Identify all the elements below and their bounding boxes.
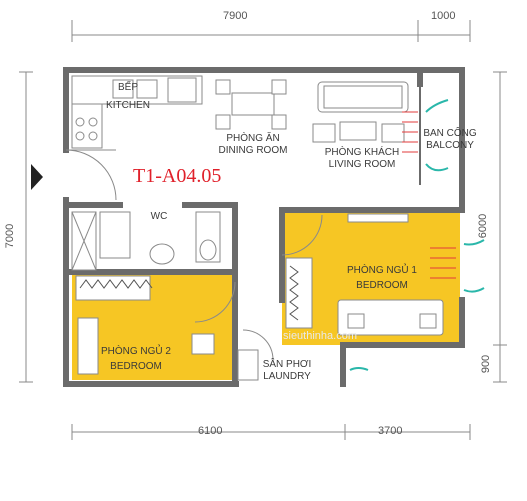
balcony-label: BAN CÔNG BALCONY [420,128,480,152]
kitchen-counter [71,75,203,149]
dining-table [215,79,287,130]
laundry-label-en: LAUNDRY [263,371,311,382]
bedroom-2-furniture [75,275,215,375]
direction-marker-icon [31,164,43,190]
dim-bottom-right: 3700 [378,425,403,437]
unit-code: T1-A04.05 [133,165,222,187]
watermark: sieuthinha.com [283,330,357,342]
dim-top-left: 7900 [223,10,248,22]
living-label-vi: PHÒNG KHÁCH [324,147,400,158]
sofa-set [312,81,409,143]
balcony-label-en: BALCONY [426,140,474,151]
dining-label: PHÒNG ĂN DINING ROOM [218,133,288,157]
kitchen-label: BẾP KITCHEN [103,82,153,112]
door-swings [65,149,323,361]
living-label: PHÒNG KHÁCH LIVING ROOM [322,147,402,171]
dim-left: 7000 [4,223,17,249]
laundry-label: SÂN PHƠI LAUNDRY [252,359,322,383]
dining-label-en: DINING ROOM [218,145,288,156]
bedroom-1-label-vi: PHÒNG NGỦ 1 [346,265,417,276]
kitchen-label-vi: BẾP [117,82,138,93]
dimension-lines [19,20,507,440]
living-label-en: LIVING ROOM [328,159,396,170]
bedroom-2-label: PHÒNG NGỦ 2 BEDROOM [96,346,176,373]
bedroom-1-label-en: BEDROOM [356,280,408,291]
dim-right-lower: 900 [480,354,493,374]
laundry-fixtures [237,349,259,381]
balcony-label-vi: BAN CÔNG [423,128,477,139]
bedroom-1-furniture [285,213,444,336]
dim-top-right: 1000 [431,10,456,22]
wardrobe-hangers [79,265,299,321]
kitchen-label-en: KITCHEN [106,100,150,111]
bedroom-1-label: PHÒNG NGỦ 1 BEDROOM [342,265,422,292]
dim-bottom-left: 6100 [198,425,223,437]
bedroom-2-label-vi: PHÒNG NGỦ 2 [100,346,171,357]
dim-right-upper: 6000 [477,213,490,239]
wc-label: WC [150,211,168,222]
laundry-label-vi: SÂN PHƠI [262,359,312,370]
bedroom-2-label-en: BEDROOM [110,361,162,372]
dining-label-vi: PHÒNG ĂN [226,133,280,144]
wind-arrows [349,99,485,371]
wc-fixtures [71,211,221,271]
walls [63,67,465,387]
red-arrows [402,111,456,279]
